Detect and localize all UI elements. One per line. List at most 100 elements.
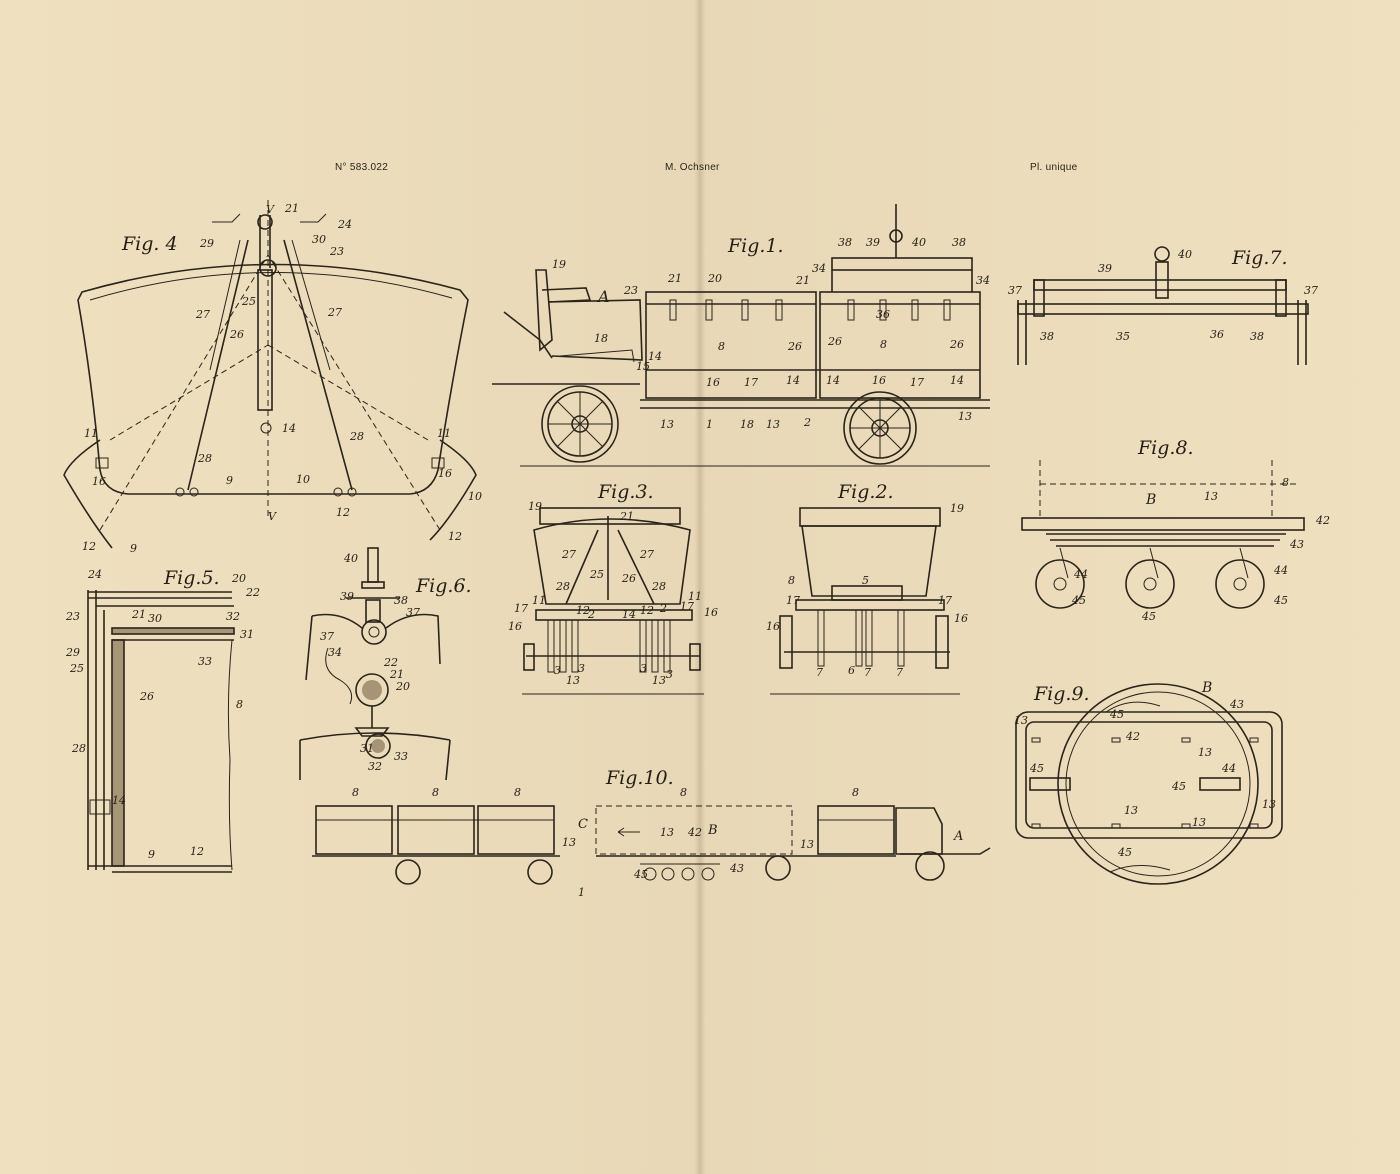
fig1-callout-1: 1	[706, 418, 713, 431]
fig4-callout-27-right: 27	[327, 306, 342, 319]
fig9-callout-44: 44	[1221, 762, 1236, 775]
fig6-callout-37-left: 37	[320, 630, 334, 643]
fig8-callout-45-right: 45	[1273, 594, 1288, 607]
fig3-callout-11-right: 11	[688, 590, 702, 603]
fig10-callout-a: A	[953, 829, 963, 844]
fig8-callout-45-left: 45	[1071, 594, 1086, 607]
figure-2-label: Fig.2.	[837, 481, 894, 503]
fig1-callout-16-left: 16	[706, 376, 720, 389]
fig3-callout-26: 26	[621, 572, 636, 585]
fig1-callout-40: 40	[911, 236, 926, 249]
fig1-callout-21-left: 21	[667, 272, 682, 285]
fig10-callout-b: B	[707, 823, 718, 838]
fig1-callout-20: 20	[707, 272, 722, 285]
fig10-callout-8-d: 8	[680, 786, 687, 799]
fig10-callout-13-a: 13	[562, 836, 576, 849]
fig1-callout-23: 23	[623, 284, 638, 297]
fig5-callout-26: 26	[139, 690, 154, 703]
plate-label: Pl. unique	[1030, 162, 1078, 173]
fig8-callout-42: 42	[1315, 514, 1330, 527]
fig6-callout-40: 40	[343, 552, 358, 565]
fig1-callout-13-c: 13	[958, 410, 972, 423]
fig7-callout-37-left: 37	[1008, 284, 1022, 297]
fig5-callout-14: 14	[112, 794, 126, 807]
fig4-callout-10-right: 10	[468, 490, 482, 503]
fig10-callout-8-c: 8	[514, 786, 521, 799]
fig4-callout-29: 29	[199, 237, 214, 250]
fig5-callout-25: 25	[69, 662, 84, 675]
fig3-callout-2-right: 2	[659, 602, 667, 615]
fig2-callout-5: 5	[862, 574, 869, 587]
fig8-callout-43: 43	[1289, 538, 1304, 551]
fig5-callout-32: 32	[226, 610, 240, 623]
fig3-callout-3-b: 3	[578, 662, 585, 675]
fig5-callout-12: 12	[190, 845, 204, 858]
fig3-callout-17-right: 17	[680, 600, 694, 613]
fig4-callout-11-left: 11	[84, 427, 98, 440]
fig3-callout-27-left: 27	[561, 548, 576, 561]
fig8-callout-44-left: 44	[1073, 568, 1088, 581]
fig4-callout-12-mid: 12	[336, 506, 350, 519]
inventor-name: M. Ochsner	[665, 162, 720, 173]
fig1-callout-18-seat: 18	[594, 332, 608, 345]
fig2-callout-8: 8	[788, 574, 795, 587]
fig1-callout-16-right: 16	[872, 374, 886, 387]
figure-6-label: Fig.6.	[415, 575, 472, 597]
fig3-callout-2-left: 2	[587, 608, 595, 621]
fig3-callout-16-right: 16	[704, 606, 718, 619]
fig1-callout-15: 15	[636, 360, 650, 373]
fig4-callout-26: 26	[229, 328, 244, 341]
fig10-callout-42: 42	[687, 826, 702, 839]
fig6-callout-32: 32	[368, 760, 382, 773]
fig4-callout-9: 9	[226, 474, 233, 487]
fig6-callout-38: 38	[394, 594, 408, 607]
fig5-callout-29: 29	[65, 646, 80, 659]
figure-3-label: Fig.3.	[597, 481, 654, 503]
fig10-callout-1: 1	[578, 886, 585, 899]
fig4-callout-16-right: 16	[438, 467, 452, 480]
fig1-callout-21-right: 21	[795, 274, 810, 287]
figure-1: Fig.1.	[492, 204, 990, 467]
figure-6: Fig.6. 40 39 38 37 37 34 22	[299, 547, 472, 781]
fig6-callout-37-right: 37	[406, 606, 420, 619]
fig10-callout-13-c: 13	[800, 838, 814, 851]
fig5-callout-24: 24	[87, 568, 102, 581]
fig7-callout-38-right: 38	[1250, 330, 1264, 343]
fig9-callout-13-tl: 13	[1014, 714, 1028, 727]
fig1-callout-14-d: 14	[950, 374, 964, 387]
fig3-callout-27-right: 27	[639, 548, 654, 561]
figure-1-label: Fig.1.	[727, 235, 784, 257]
fig4-callout-11-right: 11	[437, 427, 451, 440]
fig6-callout-31: 31	[360, 742, 374, 755]
fig3-callout-16-left: 16	[508, 620, 522, 633]
fig1-callout-8-left: 8	[718, 340, 725, 353]
fig10-callout-8-b: 8	[432, 786, 439, 799]
fig1-callout-34-right: 34	[976, 274, 990, 287]
fig4-callout-28-right: 28	[349, 430, 364, 443]
fig1-callout-38-right: 38	[952, 236, 966, 249]
fig7-callout-37-right: 37	[1304, 284, 1318, 297]
fig9-callout-b: B	[1201, 680, 1212, 696]
figure-10-label: Fig.10.	[605, 767, 674, 789]
fig1-callout-13-a: 13	[660, 418, 674, 431]
fig3-callout-3-d: 3	[666, 668, 673, 681]
fig9-callout-45-top: 45	[1109, 708, 1124, 721]
fig5-callout-33: 33	[198, 655, 212, 668]
figure-10: Fig.10. 8 8 8 8 8 C	[312, 767, 991, 899]
fig9-callout-42: 42	[1125, 730, 1140, 743]
fig3-callout-3-c: 3	[640, 662, 647, 675]
figure-2: Fig.2. 19 8 5 17 17 16 16 7 6 7 7	[766, 481, 968, 695]
fig3-callout-21: 21	[619, 510, 634, 523]
fig5-callout-30: 30	[148, 612, 162, 625]
fig8-callout-44-right: 44	[1273, 564, 1288, 577]
fig5-callout-20: 20	[231, 572, 246, 585]
fig7-callout-35: 35	[1116, 330, 1130, 343]
fig9-callout-45-right: 45	[1171, 780, 1186, 793]
fig10-callout-8-e: 8	[852, 786, 859, 799]
figure-7: Fig.7. 40 39 37 37 38 35 36 38	[1008, 246, 1318, 365]
fig3-callout-12-left: 12	[576, 604, 590, 617]
fig2-callout-7-mid: 7	[864, 666, 871, 679]
figure-3: Fig.3. 19 21 27 27 25 26 28 28 11 11	[508, 481, 718, 695]
fig4-callout-v-top: V	[266, 203, 275, 216]
